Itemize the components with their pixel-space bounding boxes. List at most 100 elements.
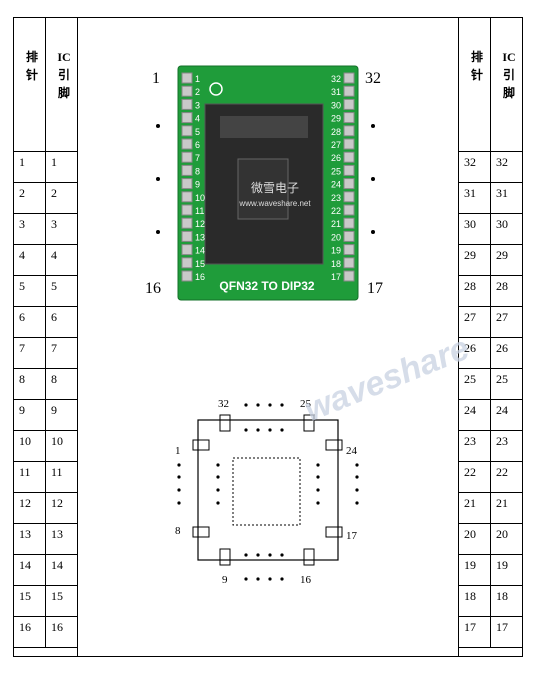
- pin-dot: [280, 428, 284, 432]
- pin-dot: [244, 553, 248, 557]
- header-pin-cell: 18: [458, 585, 491, 617]
- pad: [325, 526, 343, 538]
- ic-pin-cell: 19: [490, 554, 523, 586]
- header-pin: [343, 204, 355, 216]
- header-pin-cell: 8: [13, 368, 46, 400]
- header-pin: [343, 72, 355, 84]
- header-pin: [181, 191, 193, 203]
- header-pin: [343, 112, 355, 124]
- pin-number-label: 25: [331, 166, 341, 176]
- ic-pin-cell: 15: [45, 585, 78, 617]
- header-pin-cell: 15: [13, 585, 46, 617]
- pin-number-label: 1: [195, 74, 200, 84]
- header-pin-cell: 10: [13, 430, 46, 462]
- header-pin-cell: 12: [13, 492, 46, 524]
- ic-pin-cell: 16: [45, 616, 78, 648]
- pin-dot: [280, 577, 284, 581]
- pin-dot: [280, 553, 284, 557]
- pin-dot: [177, 501, 181, 505]
- header-pin: [181, 151, 193, 163]
- ic-pin-cell: 31: [490, 182, 523, 214]
- board-corner-1: 1: [152, 70, 160, 87]
- pin-dot: [268, 577, 272, 581]
- pin-dot: [256, 553, 260, 557]
- brand-cn: 微雪电子: [251, 181, 299, 195]
- pin-number-label: 22: [331, 206, 341, 216]
- pad: [219, 548, 231, 566]
- pin-dot: [216, 501, 220, 505]
- ic-pin-cell: 11: [45, 461, 78, 493]
- pin-number-label: 23: [331, 193, 341, 203]
- header-pin-cell: 5: [13, 275, 46, 307]
- header-pin: [343, 138, 355, 150]
- package-outline: [197, 419, 339, 561]
- header-pin: [181, 125, 193, 137]
- header-pin-cell: 19: [458, 554, 491, 586]
- left-divider: [77, 17, 78, 657]
- board-corner-32: 32: [365, 70, 381, 87]
- pin-dot: [355, 475, 359, 479]
- header-pin-cell: 16: [13, 616, 46, 648]
- pin-dot: [244, 403, 248, 407]
- pin-number-label: 7: [195, 153, 200, 163]
- ic-pin-cell: 3: [45, 213, 78, 245]
- ic-pin-cell: 14: [45, 554, 78, 586]
- pkg-label-25: 25: [300, 398, 311, 410]
- header-pin-cell: 32: [458, 151, 491, 183]
- ic-pin-cell: 10: [45, 430, 78, 462]
- header-pin: [343, 217, 355, 229]
- header-pin: [181, 72, 193, 84]
- pin-number-label: 13: [195, 232, 205, 242]
- header-pin-cell: 17: [458, 616, 491, 648]
- pin-number-label: 2: [195, 87, 200, 97]
- ic-pin-cell: 7: [45, 337, 78, 369]
- pin-number-label: 3: [195, 100, 200, 110]
- header-pin: [181, 138, 193, 150]
- pin-number-label: 6: [195, 140, 200, 150]
- pin-dot: [256, 428, 260, 432]
- pin-number-label: 15: [195, 259, 205, 269]
- pin1-marker: [209, 82, 223, 96]
- pin-number-label: 4: [195, 114, 200, 124]
- pin-dot: [216, 475, 220, 479]
- header-pin-cell: 30: [458, 213, 491, 245]
- header-pin-cell: 14: [13, 554, 46, 586]
- dot: [371, 177, 375, 181]
- pin-number-label: 8: [195, 166, 200, 176]
- right-header-header-pin: 排 针: [458, 17, 491, 152]
- pin-dot: [316, 488, 320, 492]
- ic-pin-cell: 4: [45, 244, 78, 276]
- pin-number-label: 21: [331, 219, 341, 229]
- pin-number-label: 29: [331, 114, 341, 124]
- header-pin-cell: 6: [13, 306, 46, 338]
- header-pin: [343, 244, 355, 256]
- pkg-label-1: 1: [175, 445, 181, 457]
- socket-cavity: [237, 158, 289, 220]
- ic-pin-cell: 24: [490, 399, 523, 431]
- pin-dot: [177, 475, 181, 479]
- left-header-ic-pin: IC 引 脚: [45, 17, 78, 152]
- pin-number-label: 10: [195, 193, 205, 203]
- exposed-pad: [232, 457, 301, 526]
- ic-pin-cell: 27: [490, 306, 523, 338]
- pin-dot: [216, 488, 220, 492]
- header-pin-cell: 11: [13, 461, 46, 493]
- pad: [192, 439, 210, 451]
- header-pin-cell: 23: [458, 430, 491, 462]
- pin-dot: [256, 403, 260, 407]
- pin-number-label: 28: [331, 127, 341, 137]
- pin-dot: [268, 428, 272, 432]
- ic-pin-cell: 8: [45, 368, 78, 400]
- header-pin: [343, 98, 355, 110]
